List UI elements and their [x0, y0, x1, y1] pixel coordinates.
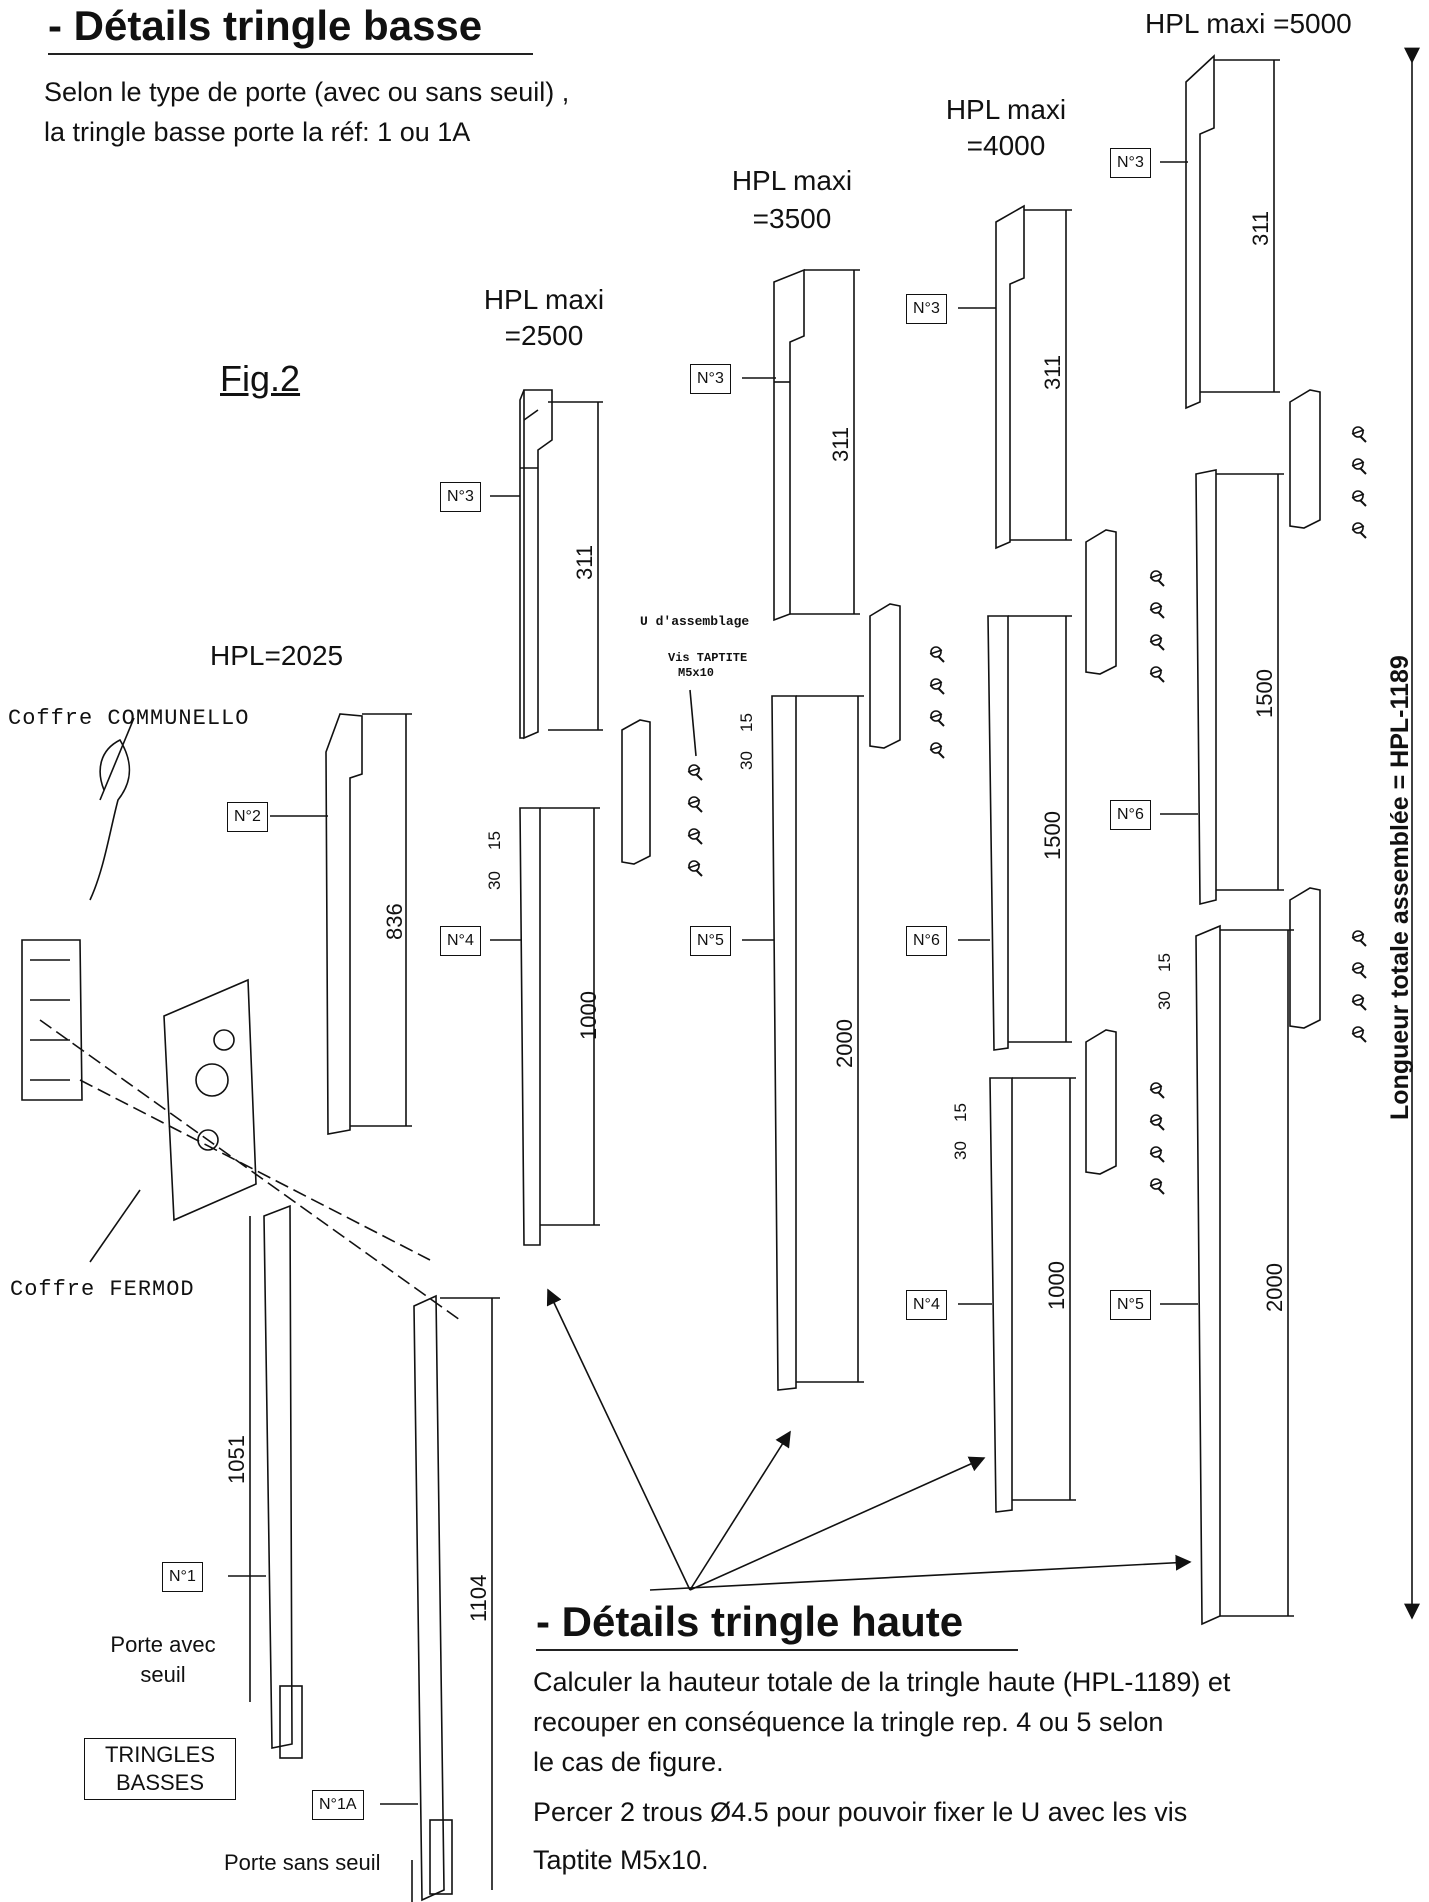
rod-n6-4000 [987, 615, 1009, 1051]
upper-rod-line1: Calculer la hauteur totale de la tringle… [533, 1667, 1231, 1697]
dim-15-4000: 15 [951, 1103, 970, 1122]
dim-311-2500: 311 [572, 545, 597, 580]
u-bracket-4000b [1085, 1029, 1117, 1175]
dim-15-5000: 15 [1155, 953, 1174, 972]
communello-handle [89, 738, 131, 901]
u-assembly-label: U d'assemblage [640, 614, 750, 629]
dim-1000-2500: 1000 [576, 991, 601, 1040]
u-bracket-5000b [1289, 887, 1321, 1029]
part-n3-3500: N°3 [690, 364, 731, 394]
part-n3-5000: N°3 [1110, 148, 1151, 178]
upper-rod-line3: le cas de figure. [533, 1747, 724, 1777]
part-n4-4000: N°4 [906, 1290, 947, 1320]
dim-15-3500: 15 [737, 713, 756, 732]
rod-n2 [325, 713, 363, 1135]
porte-sans-seuil: Porte sans seuil [224, 1850, 381, 1875]
u-bracket-4000 [1085, 529, 1117, 675]
tringles-basses-box: TRINGLES BASSES [84, 1738, 236, 1800]
dim-2000-5000: 2000 [1262, 1263, 1287, 1312]
part-n6-4000: N°6 [906, 926, 947, 956]
coffre-fermod-label: Coffre FERMOD [10, 1277, 195, 1302]
dim-1000-4000: 1000 [1044, 1261, 1069, 1310]
part-n5-3500: N°5 [690, 926, 731, 956]
rod-n3-4000 [995, 204, 1025, 550]
dim-30-3500: 30 [737, 751, 756, 770]
rod-n1a [413, 1294, 445, 1902]
dim-1500-5000: 1500 [1252, 669, 1277, 718]
hpl-2500-label-b: =2500 [504, 320, 584, 351]
communello-case [21, 939, 83, 1101]
dim-30-2500: 30 [485, 871, 504, 890]
dim-1500-4000: 1500 [1040, 811, 1065, 860]
porte-avec-seuil-a: Porte avec [110, 1632, 216, 1657]
rod-n4-4000 [989, 1077, 1013, 1513]
dim-311-4000: 311 [1040, 355, 1065, 390]
title-underline-2 [536, 1649, 1018, 1651]
dim-311-5000: 311 [1248, 211, 1273, 246]
hpl-4000-label-a: HPL maxi [945, 94, 1067, 125]
dim-1051: 1051 [224, 1435, 249, 1484]
hpl-4000-label-b: =4000 [966, 130, 1046, 161]
part-n4-2500: N°4 [440, 926, 481, 956]
upper-rod-line2: recouper en conséquence la tringle rep. … [533, 1707, 1164, 1737]
lower-rod-desc-line2: la tringle basse porte la réf: 1 ou 1A [44, 117, 471, 147]
part-n1: N°1 [162, 1562, 203, 1592]
coffre-communello-label: Coffre COMMUNELLO [8, 706, 250, 731]
dim-1104: 1104 [466, 1575, 491, 1622]
lower-rod-desc-line1: Selon le type de porte (avec ou sans seu… [44, 77, 570, 107]
section-title-upper-rod: - Détails tringle haute [536, 1598, 964, 1645]
part-n2: N°2 [227, 802, 268, 832]
part-n6-5000: N°6 [1110, 800, 1151, 830]
dim-836: 836 [382, 903, 407, 940]
rod-n3-5000 [1185, 54, 1215, 410]
tringles-basses-b: BASSES [115, 1770, 205, 1795]
dim-30-5000: 30 [1155, 991, 1174, 1010]
dim-30-4000: 30 [951, 1141, 970, 1160]
part-n5-5000: N°5 [1110, 1290, 1151, 1320]
tringles-basses-a: TRINGLES [104, 1742, 216, 1767]
title-underline [48, 53, 533, 55]
dim-2000-3500: 2000 [832, 1019, 857, 1068]
upper-rod-line5: Taptite M5x10. [533, 1845, 709, 1875]
u-bracket-3500 [869, 603, 901, 749]
vis-taptite-label-b: M5x10 [678, 666, 715, 680]
fermod-case [163, 978, 257, 1222]
vis-taptite-label-a: Vis TAPTITE [668, 651, 748, 665]
rod-n3-3500 [773, 268, 805, 622]
part-n1a: N°1A [312, 1790, 364, 1820]
dim-311-3500: 311 [828, 427, 853, 462]
upper-rod-line4: Percer 2 trous Ø4.5 pour pouvoir fixer l… [533, 1797, 1188, 1827]
rod-n5-5000 [1195, 924, 1221, 1626]
rod-n3-2500 [523, 389, 553, 740]
rod-n5-3500 [771, 695, 797, 1391]
figure-label: Fig.2 [220, 358, 301, 399]
section-title-lower-rod: - Détails tringle basse [48, 2, 483, 49]
hpl-3500-label-b: =3500 [752, 203, 832, 234]
hpl-2025-label: HPL=2025 [210, 640, 344, 671]
u-bracket-5000 [1289, 389, 1321, 529]
u-bracket-2500 [621, 719, 651, 865]
rod-n4-2500 [519, 807, 541, 1246]
hpl-3500-label-a: HPL maxi [731, 165, 853, 196]
part-n3-2500: N°3 [440, 482, 481, 512]
rod-n6-5000 [1195, 469, 1217, 906]
rod-n1 [263, 1204, 293, 1749]
hpl-5000-label: HPL maxi =5000 [1145, 8, 1352, 39]
porte-avec-seuil-b: seuil [140, 1662, 186, 1687]
part-n3-4000: N°3 [906, 294, 947, 324]
hpl-2500-label-a: HPL maxi [483, 284, 605, 315]
dim-15-2500: 15 [485, 831, 504, 850]
